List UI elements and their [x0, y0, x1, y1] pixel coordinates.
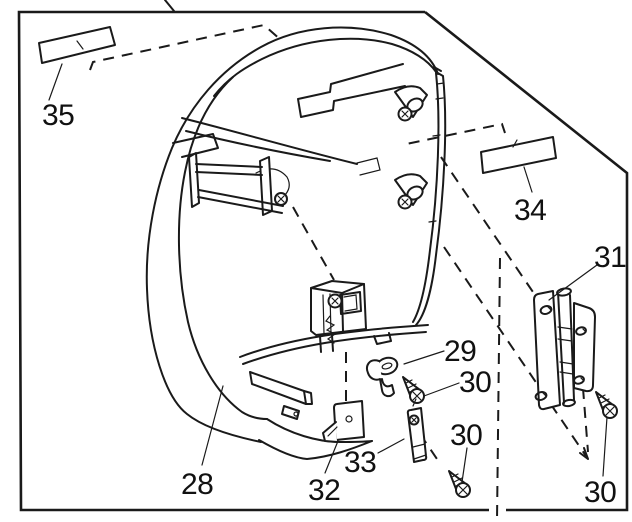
- hinge-hole: [575, 326, 587, 336]
- cover-inner-wall: [179, 77, 267, 419]
- rail-flange-right: [260, 157, 272, 215]
- dash-bracket-to-latch: [293, 207, 334, 280]
- part-number-35: 35: [42, 99, 74, 132]
- placement-dashes-35: [90, 25, 282, 70]
- part-number-34: 34: [514, 194, 546, 227]
- dash-hinge-hole-down: [583, 388, 588, 452]
- leader-30-upper: [424, 383, 459, 396]
- hinge-hole: [573, 375, 585, 385]
- part-number-30-lower-right: 30: [584, 476, 616, 509]
- dash-boss-to-hinge-top: [441, 157, 535, 295]
- hinge-right-leaf: [574, 303, 595, 391]
- part-number-32: 32: [308, 474, 340, 507]
- slide-rail-bracket: [189, 153, 287, 215]
- screw-boss-lower: [395, 174, 427, 208]
- bracket-32: [323, 401, 364, 442]
- part-number-33: 33: [344, 446, 376, 479]
- sticker-34-outline: [481, 137, 556, 173]
- cover-right-wall: [413, 67, 445, 325]
- rail-bars: [196, 164, 283, 213]
- leader-31: [549, 265, 597, 300]
- hook-body: [367, 360, 394, 396]
- screw-30-lower-center: [449, 471, 470, 497]
- cover-top-shelf: [182, 118, 357, 164]
- cover-skirt-outer: [259, 440, 372, 459]
- part-number-30-upper: 30: [459, 366, 491, 399]
- phillips-cross-icon: [459, 486, 467, 494]
- phillips-cross-icon: [413, 392, 421, 400]
- hinge-hole-marks: [543, 307, 586, 396]
- part-number-30-lower-center: 30: [450, 419, 482, 452]
- dash-boss-to-hinge-bottom: [444, 247, 586, 456]
- part-number-labels: 35 34 31 29 30 30 33 32 28 30: [42, 99, 627, 509]
- leader-34: [524, 167, 532, 192]
- hinge-pin-bottom: [563, 399, 576, 407]
- panel-border: [19, 0, 627, 510]
- rail-pin: [294, 412, 298, 416]
- phillips-cross-icon: [278, 196, 284, 202]
- leader-33: [378, 439, 404, 453]
- bracket-foot-line: [328, 427, 337, 436]
- rail-end-cap: [282, 391, 312, 419]
- callout-stub-top: [165, 0, 174, 11]
- leader-30-lower-right: [603, 417, 607, 476]
- hinge-hole: [535, 391, 548, 401]
- part-number-28: 28: [181, 468, 213, 501]
- latch-housing: [311, 281, 366, 352]
- latch-legs: [320, 335, 333, 352]
- leader-29: [404, 351, 444, 364]
- plate-bottom-slot: [413, 444, 426, 459]
- back-wall-top-edge: [298, 64, 405, 117]
- panel-border-right: [425, 12, 627, 510]
- phillips-cross-icon: [402, 111, 408, 117]
- part-number-31: 31: [594, 241, 626, 274]
- cover-outer-outline: [147, 28, 438, 442]
- right-wall-notches: [429, 83, 444, 222]
- hook-slot: [381, 362, 392, 370]
- dash-arrowhead: [580, 448, 588, 459]
- bracket-foot: [323, 422, 337, 442]
- cover-bottom-edge: [240, 325, 428, 364]
- leader-35: [49, 64, 62, 100]
- panel-border-left: [19, 12, 489, 510]
- bracket-hole: [346, 416, 352, 422]
- leader-32: [325, 441, 338, 473]
- screw-boss-upper: [395, 86, 427, 120]
- thread-hook-29: [367, 355, 399, 396]
- sticker-35: [39, 27, 115, 63]
- hinge-knuckles: [558, 327, 573, 374]
- phillips-cross-icon: [332, 298, 338, 304]
- hinge-left-leaf: [534, 291, 560, 409]
- sticker-34-mark: [513, 140, 517, 147]
- plate-screw-cross: [412, 399, 416, 422]
- hinge-pin-top: [557, 287, 572, 296]
- sticker-34: [481, 137, 556, 173]
- sticker-35-mark: [77, 41, 83, 49]
- part-number-29: 29: [444, 335, 476, 368]
- leader-lines: [49, 64, 607, 482]
- leader-28: [202, 386, 223, 465]
- alignment-dashes: [293, 157, 588, 521]
- plate-screw-head: [410, 416, 419, 425]
- hinge-hole: [540, 305, 553, 315]
- hinge-31: [534, 287, 595, 409]
- plate-33: [408, 399, 426, 462]
- latch-spring: [326, 316, 335, 343]
- phillips-cross-icon: [402, 199, 408, 205]
- phillips-cross-icon: [606, 407, 614, 415]
- cover-crown-inner: [214, 39, 436, 96]
- screw-30-upper: [403, 377, 424, 403]
- latch-body: [311, 281, 366, 335]
- hinge-barrel: [558, 292, 574, 403]
- dash-vertical-divider: [497, 258, 500, 521]
- leader-30-lower-center: [462, 448, 467, 482]
- screw-30-lower-right: [596, 392, 617, 418]
- face-cover-28: [147, 28, 445, 459]
- bracket-plate: [334, 401, 364, 440]
- sticker-35-outline: [39, 27, 115, 63]
- rail-flange-left: [189, 153, 199, 207]
- cover-skirt-inner: [267, 419, 372, 442]
- bottom-rail: [250, 372, 312, 419]
